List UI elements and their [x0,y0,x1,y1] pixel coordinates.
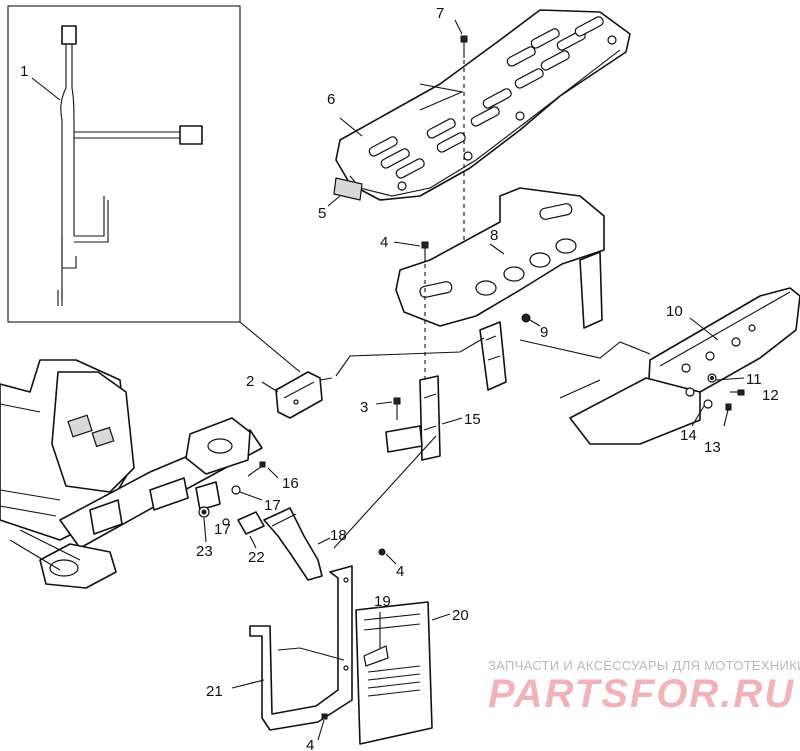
callout-19: 19 [374,593,391,610]
callout-6: 6 [327,91,335,108]
callout-17b: 17 [214,521,231,538]
wiring-harness [31,25,203,306]
taillight [261,337,485,419]
reflector [327,177,363,207]
frame-fasteners [198,461,279,543]
fasteners-upper [375,241,541,420]
callout-2: 2 [246,373,254,390]
wiring-harness-inset [7,5,301,373]
watermark-caption: ЗАПЧАСТИ И АКСЕССУАРЫ ДЛЯ МОТОТЕХНИКИ [488,658,800,673]
callout-9: 9 [540,324,548,341]
inset-frame [7,5,241,323]
callout-20: 20 [452,607,469,624]
support-post [385,375,463,461]
rear-rack [335,9,631,201]
callout-22: 22 [248,549,265,566]
callout-18: 18 [330,527,347,544]
mudguard-frame [231,548,397,741]
watermark-brand: PARTSFOR.RU [488,672,796,716]
callout-4: 4 [380,234,388,251]
callout-17: 17 [264,497,281,514]
callout-13: 13 [704,439,721,456]
callout-11: 11 [746,371,762,388]
rack-bracket [395,187,605,391]
callout-4c: 4 [306,737,314,751]
mud-flap [355,601,451,745]
callout-10: 10 [666,303,683,320]
callout-5: 5 [318,205,326,222]
callout-4b: 4 [396,563,404,580]
bumper-fasteners [691,373,745,427]
callout-12: 12 [762,387,779,404]
spacer [237,511,265,549]
harness-connector-top [61,25,77,45]
rear-bumper [519,287,800,445]
callout-23: 23 [196,543,213,560]
callout-15: 15 [464,411,481,428]
callout-16: 16 [282,475,299,492]
callout-1: 1 [20,63,28,80]
harness-connector-side [179,125,203,145]
callout-8: 8 [490,227,498,244]
mount-bracket [263,435,437,581]
callout-21: 21 [206,683,223,700]
leader-1 [31,77,61,101]
callout-labels: 1 2 3 4 5 6 7 8 9 10 11 12 13 14 15 16 1… [20,5,779,751]
rear-frame [0,359,263,589]
callout-7: 7 [436,5,444,22]
callout-3: 3 [360,399,368,416]
inset-pointer-line [239,321,301,373]
callout-14: 14 [680,427,697,444]
